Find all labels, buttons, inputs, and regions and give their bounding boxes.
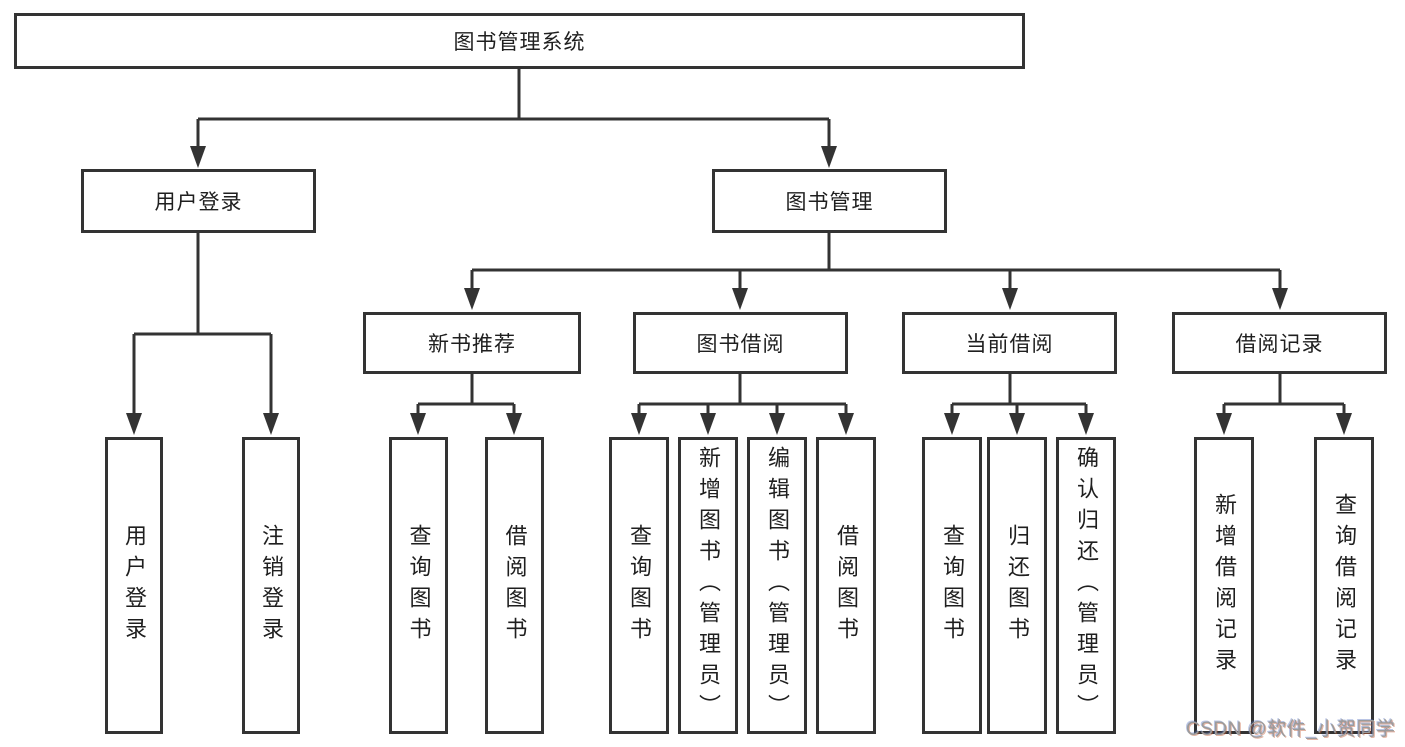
leaf-borrow-query-books: 查询图书 bbox=[609, 437, 669, 734]
node-new-book-recommend-label: 新书推荐 bbox=[428, 333, 516, 356]
connector-root-to-level2 bbox=[196, 69, 831, 152]
leaf-user-login: 用户登录 bbox=[105, 437, 163, 734]
connector-recommend-to-leaves bbox=[416, 374, 516, 419]
node-current-borrow-label: 当前借阅 bbox=[965, 333, 1054, 356]
arrowheads-user-leaves bbox=[126, 413, 279, 435]
node-user-login: 用户登录 bbox=[81, 169, 316, 233]
leaf-current-return-books-label: 归还图书 bbox=[1005, 523, 1030, 648]
leaf-logout-label: 注销登录 bbox=[259, 523, 284, 648]
leaf-recommend-query-books-label: 查询图书 bbox=[406, 523, 432, 648]
arrowheads-recommend-leaves bbox=[410, 413, 522, 435]
leaf-records-query-record-label: 查询借阅记录 bbox=[1332, 492, 1357, 679]
node-borrow-records-label: 借阅记录 bbox=[1235, 333, 1324, 356]
node-borrow-records: 借阅记录 bbox=[1172, 312, 1387, 374]
connector-mgmt-to-level3 bbox=[470, 233, 1282, 296]
leaf-borrow-query-books-label: 查询图书 bbox=[627, 523, 652, 648]
csdn-watermark: CSDN @软件_小贺同学 bbox=[1186, 719, 1396, 740]
node-root-label: 图书管理系统 bbox=[453, 31, 586, 54]
arrowheads-current-leaves bbox=[944, 413, 1094, 435]
leaf-borrow-edit-books-admin: 编辑图书（管理员） bbox=[747, 437, 807, 734]
leaf-current-query-books-label: 查询图书 bbox=[940, 523, 965, 648]
leaf-borrow-add-books-admin-label: 新增图书（管理员） bbox=[696, 446, 721, 725]
node-book-management-label: 图书管理 bbox=[785, 191, 874, 214]
leaf-records-query-record: 查询借阅记录 bbox=[1314, 437, 1374, 734]
node-book-management: 图书管理 bbox=[712, 169, 947, 233]
leaf-recommend-borrow-books: 借阅图书 bbox=[485, 437, 544, 734]
leaf-user-login-label: 用户登录 bbox=[122, 523, 147, 648]
leaf-borrow-edit-books-admin-label: 编辑图书（管理员） bbox=[765, 446, 790, 725]
connector-records-to-leaves bbox=[1222, 374, 1346, 419]
connector-user-to-leaves bbox=[132, 233, 273, 419]
node-root: 图书管理系统 bbox=[14, 13, 1025, 69]
leaf-current-return-books: 归还图书 bbox=[987, 437, 1047, 734]
leaf-records-add-record: 新增借阅记录 bbox=[1194, 437, 1254, 734]
node-user-login-label: 用户登录 bbox=[154, 191, 243, 214]
node-current-borrow: 当前借阅 bbox=[902, 312, 1117, 374]
leaf-borrow-borrow-books: 借阅图书 bbox=[816, 437, 876, 734]
leaf-logout: 注销登录 bbox=[242, 437, 300, 734]
leaf-current-confirm-return-admin-label: 确认归还（管理员） bbox=[1074, 446, 1099, 725]
leaf-current-confirm-return-admin: 确认归还（管理员） bbox=[1056, 437, 1116, 734]
arrowheads-records-leaves bbox=[1216, 413, 1352, 435]
connector-borrow-to-leaves bbox=[637, 374, 848, 419]
arrowheads-borrow-leaves bbox=[631, 413, 854, 435]
connector-current-to-leaves bbox=[950, 374, 1088, 419]
leaf-records-add-record-label: 新增借阅记录 bbox=[1212, 492, 1237, 679]
arrowheads-level3 bbox=[464, 288, 1288, 310]
leaf-current-query-books: 查询图书 bbox=[922, 437, 982, 734]
node-book-borrow: 图书借阅 bbox=[633, 312, 848, 374]
leaf-recommend-query-books: 查询图书 bbox=[389, 437, 448, 734]
node-new-book-recommend: 新书推荐 bbox=[363, 312, 581, 374]
leaf-borrow-add-books-admin: 新增图书（管理员） bbox=[678, 437, 738, 734]
arrowheads-level2 bbox=[190, 146, 837, 168]
leaf-recommend-borrow-books-label: 借阅图书 bbox=[502, 523, 528, 648]
leaf-borrow-borrow-books-label: 借阅图书 bbox=[834, 523, 859, 648]
node-book-borrow-label: 图书借阅 bbox=[696, 333, 785, 356]
